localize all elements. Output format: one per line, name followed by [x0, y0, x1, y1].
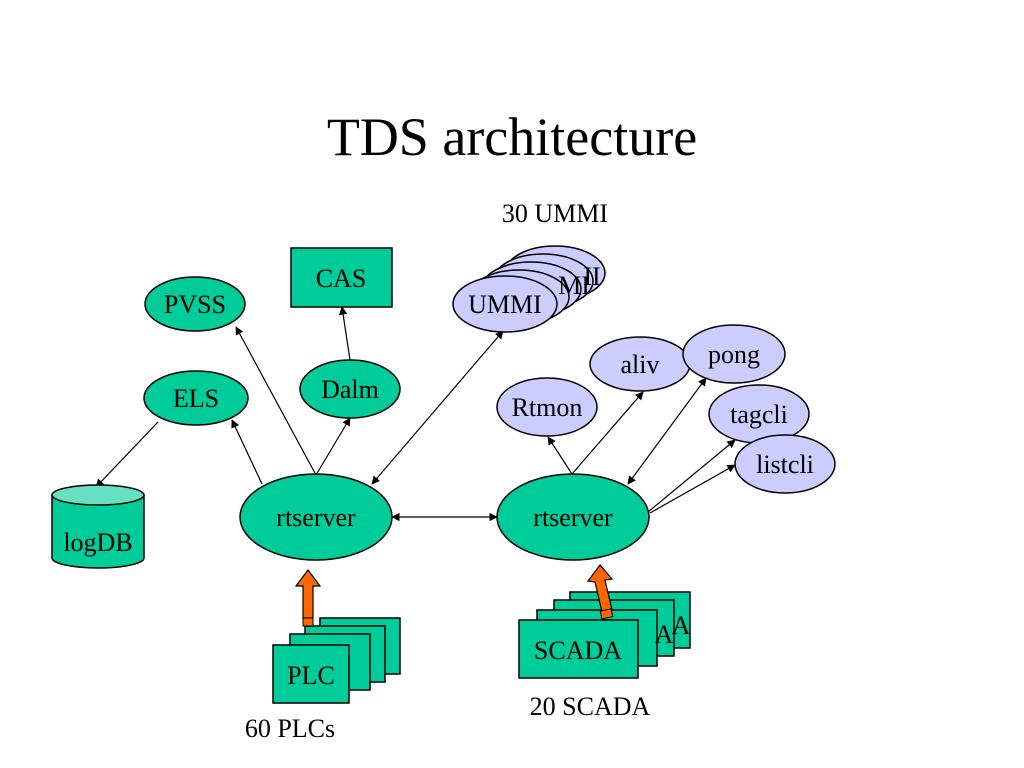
plc-label: PLC — [287, 661, 335, 690]
ummi-label: UMMI — [468, 290, 542, 319]
els-node: ELS — [143, 370, 249, 426]
rtserver-right-label: rtserver — [533, 503, 613, 532]
rtserver-left-node: rtserver — [239, 473, 393, 561]
edges — [95, 306, 736, 522]
scada-stack: A A SCADA — [518, 591, 691, 679]
ummi-stack-label-2: MI — [558, 271, 590, 300]
plc-stack: PLC — [272, 617, 401, 704]
edge-rtserver-tagcli — [647, 439, 736, 513]
rtserver-right-node: rtserver — [496, 473, 650, 561]
scada-upload-arrow-icon — [586, 564, 614, 620]
plc-upload-arrow-icon — [294, 569, 322, 627]
edge-dalm-cas — [338, 306, 351, 361]
dalm-label: Dalm — [321, 375, 379, 404]
page-title: TDS architecture — [327, 107, 697, 167]
scada-stack-label-2: A — [655, 620, 674, 649]
logdb-node: logDB — [51, 484, 145, 569]
rtmon-label: Rtmon — [512, 393, 583, 422]
ummi-stack: II MI UMMI — [452, 245, 606, 333]
edge-rtserver-rtmon — [547, 436, 573, 475]
edge-rtserver-ummi — [371, 330, 504, 485]
scada-stack-label-1: A — [672, 611, 691, 640]
dalm-node: Dalm — [299, 359, 401, 419]
pvss-node: PVSS — [144, 276, 246, 332]
edge-els-logdb — [95, 421, 159, 488]
edge-rtserver-listcli — [649, 464, 736, 514]
pong-label: pong — [708, 340, 760, 369]
listcli-node: listcli — [734, 434, 836, 494]
tagcli-node: tagcli — [708, 384, 810, 444]
edge-rtserver-pvss — [235, 326, 317, 476]
edge-rtserver-els — [231, 419, 263, 485]
logdb-top — [51, 484, 145, 506]
ummi-count-caption: 30 UMMI — [502, 199, 608, 228]
cas-label: CAS — [316, 264, 367, 293]
rtserver-left-label: rtserver — [276, 503, 356, 532]
els-label: ELS — [173, 384, 219, 413]
cas-node: CAS — [290, 247, 393, 308]
listcli-label: listcli — [756, 450, 814, 479]
aliv-node: aliv — [589, 336, 691, 392]
pvss-label: PVSS — [164, 290, 226, 319]
logdb-label: logDB — [63, 528, 132, 557]
aliv-label: aliv — [621, 350, 660, 379]
scada-count-caption: 20 SCADA — [530, 692, 651, 721]
edge-rtserver-dalm — [315, 417, 351, 476]
ummi-stack-label-1: II — [583, 262, 600, 291]
plc-count-caption: 60 PLCs — [245, 714, 335, 743]
tagcli-label: tagcli — [730, 400, 788, 429]
scada-label: SCADA — [534, 636, 622, 665]
rtmon-node: Rtmon — [496, 377, 598, 437]
pong-node: pong — [682, 324, 786, 384]
edge-rtserver-pong — [627, 377, 707, 485]
